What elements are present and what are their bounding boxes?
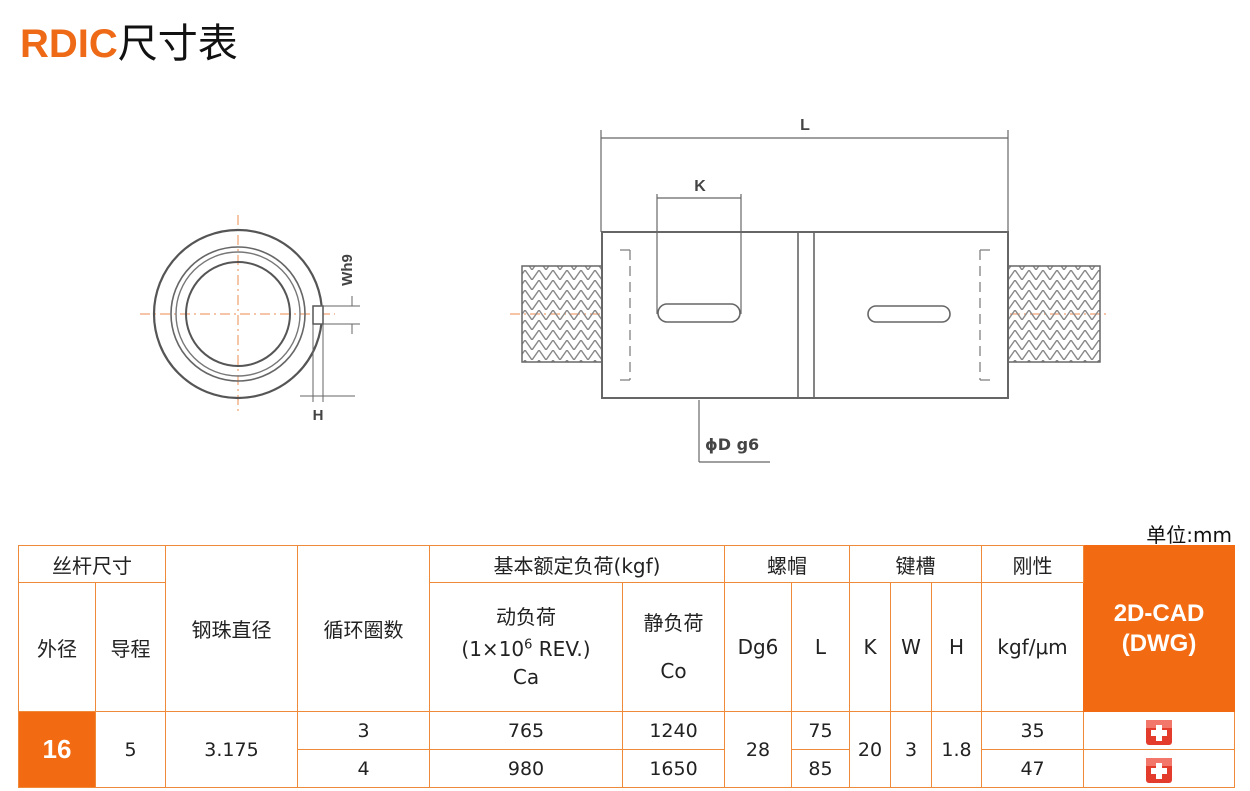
label-k: K xyxy=(694,178,706,195)
dynamic-sym: Ca xyxy=(512,664,540,689)
header-cad: 2D-CAD (DWG) xyxy=(1083,545,1236,712)
label-h: H xyxy=(313,407,324,424)
cad-line1: 2D-CAD xyxy=(1113,599,1205,627)
cell-cad xyxy=(1083,749,1236,788)
dynamic-load-label: 动负荷 xyxy=(496,605,556,630)
header-rigidity-unit: kgf/μm xyxy=(981,582,1085,712)
dimension-drawing: Wh9 H L K ϕD g6 xyxy=(140,117,1110,463)
page-title: RDIC尺寸表 xyxy=(20,20,238,68)
cell-co: 1650 xyxy=(622,749,725,788)
title-suffix: 尺寸表 xyxy=(117,21,238,67)
cell-nut-l: 75 xyxy=(791,711,850,750)
cad-download-icon[interactable] xyxy=(1143,753,1175,785)
header-nut-l: L xyxy=(791,582,850,712)
header-keyway: 键槽 xyxy=(848,545,983,583)
static-sym: Co xyxy=(660,659,687,683)
header-outer-dia: 外径 xyxy=(18,582,96,712)
dimension-table: 丝杆尺寸 钢珠直径 循环圈数 基本额定负荷(kgf) 螺帽 键槽 刚性 2D-C… xyxy=(18,545,1236,788)
cell-nut-l: 85 xyxy=(791,749,850,788)
unit-label: 单位:mm xyxy=(1146,523,1232,547)
title-brand: RDIC xyxy=(20,22,118,66)
cell-key-w: 3 xyxy=(890,711,932,788)
label-w: Wh9 xyxy=(339,254,356,286)
header-key-h: H xyxy=(930,582,983,712)
cell-co: 1240 xyxy=(622,711,725,750)
cell-circuits: 4 xyxy=(297,749,430,788)
table-row: 4 980 1650 85 47 xyxy=(19,749,1236,788)
label-d: ϕD g6 xyxy=(705,435,759,454)
header-lead: 导程 xyxy=(95,582,166,712)
cell-circuits: 3 xyxy=(297,711,430,750)
header-basic-load: 基本额定负荷(kgf) xyxy=(429,545,725,583)
cell-outer-dia: 16 xyxy=(18,711,96,788)
cell-ball-dia: 3.175 xyxy=(165,711,298,788)
side-view xyxy=(510,130,1110,463)
cell-lead: 5 xyxy=(95,711,166,788)
cell-ca: 980 xyxy=(429,749,623,788)
header-screw-size: 丝杆尺寸 xyxy=(18,545,166,583)
label-l: L xyxy=(800,117,810,134)
cad-download-icon[interactable] xyxy=(1143,715,1175,747)
header-circuits: 循环圈数 xyxy=(297,545,430,712)
cad-line2: (DWG) xyxy=(1121,629,1197,657)
header-key-w: W xyxy=(890,582,932,712)
header-nut: 螺帽 xyxy=(724,545,850,583)
static-load-label: 静负荷 xyxy=(643,611,704,635)
header-ball-dia: 钢珠直径 xyxy=(165,545,298,712)
cell-rigidity: 47 xyxy=(981,749,1085,788)
cell-key-k: 20 xyxy=(849,711,891,788)
cell-ca: 765 xyxy=(429,711,623,750)
dynamic-rev-label: (1×106 REV.) xyxy=(461,636,591,661)
header-dg6: Dg6 xyxy=(724,582,792,712)
header-dynamic-load: 动负荷 (1×106 REV.) Ca xyxy=(429,582,623,712)
cell-rigidity: 35 xyxy=(981,711,1085,750)
table-row: 16 5 3.175 3 765 1240 28 75 20 3 1.8 35 xyxy=(18,711,1236,788)
cell-cad xyxy=(1083,711,1236,750)
header-static-load: 静负荷 Co xyxy=(622,582,725,712)
header-rigidity: 刚性 xyxy=(981,545,1085,583)
cell-dg6: 28 xyxy=(724,711,792,788)
cell-key-h: 1.8 xyxy=(930,711,983,788)
end-view xyxy=(140,215,360,412)
header-key-k: K xyxy=(849,582,891,712)
